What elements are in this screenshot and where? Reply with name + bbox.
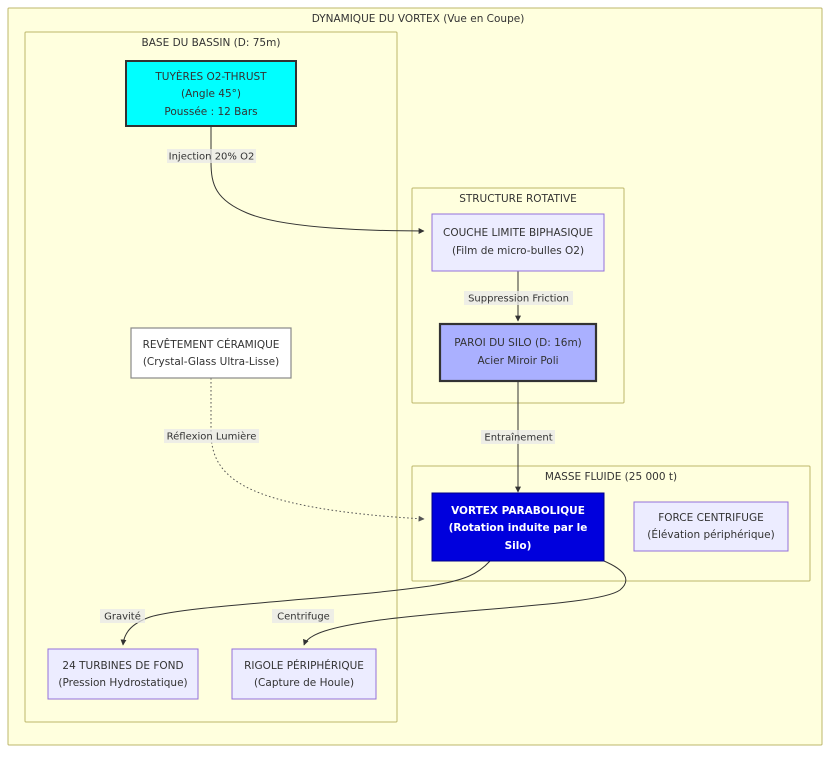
node-rigole-peripherique[interactable]: RIGOLE PÉRIPHÉRIQUE (Capture de Houle) xyxy=(231,648,377,700)
node-paroi-line2: Acier Miroir Poli xyxy=(477,355,558,367)
svg-text:Injection 20% O2: Injection 20% O2 xyxy=(169,152,255,163)
cluster-structure-rotative-label: STRUCTURE ROTATIVE xyxy=(459,193,577,205)
node-turbines-line1: 24 TURBINES DE FOND xyxy=(62,660,183,672)
node-paroi-du-silo[interactable]: PAROI DU SILO (D: 16m) Acier Miroir Poli xyxy=(438,322,598,383)
node-rigole-line2: (Capture de Houle) xyxy=(254,677,354,689)
edge-injection-o2 xyxy=(210,126,425,234)
edge-label-centrifuge: Centrifuge xyxy=(272,609,334,623)
node-tuyeres-line1: TUYÈRES O2-THRUST xyxy=(154,70,267,83)
node-turbines-line2: (Pression Hydrostatique) xyxy=(58,677,187,689)
node-vortex-line2: (Rotation induite par le xyxy=(449,522,588,534)
edge-label-gravite: Gravité xyxy=(100,609,145,623)
node-revetement-line1: REVÊTEMENT CÉRAMIQUE xyxy=(143,338,280,351)
node-vortex-line3: Silo) xyxy=(505,540,532,552)
edge-label-entrainement: Entraînement xyxy=(481,430,555,444)
node-rigole-line1: RIGOLE PÉRIPHÉRIQUE xyxy=(244,659,364,672)
node-tuyeres-line2: (Angle 45°) xyxy=(181,88,241,100)
node-vortex-parabolique[interactable]: VORTEX PARABOLIQUE (Rotation induite par… xyxy=(431,492,605,562)
node-force-centrifuge[interactable]: FORCE CENTRIFUGE (Élévation périphérique… xyxy=(633,501,789,552)
diagram-title: DYNAMIQUE DU VORTEX (Vue en Coupe) xyxy=(312,13,525,25)
node-revetement-ceramique[interactable]: REVÊTEMENT CÉRAMIQUE (Crystal-Glass Ultr… xyxy=(130,327,292,379)
node-paroi-line1: PAROI DU SILO (D: 16m) xyxy=(454,337,582,349)
node-revetement-line2: (Crystal-Glass Ultra-Lisse) xyxy=(143,356,279,368)
node-force-line1: FORCE CENTRIFUGE xyxy=(658,512,764,524)
node-24-turbines-de-fond[interactable]: 24 TURBINES DE FOND (Pression Hydrostati… xyxy=(47,648,199,700)
cluster-masse-fluide-label: MASSE FLUIDE (25 000 t) xyxy=(545,471,677,483)
svg-text:Suppression Friction: Suppression Friction xyxy=(468,294,569,305)
cluster-base-du-bassin-label: BASE DU BASSIN (D: 75m) xyxy=(142,37,281,49)
svg-text:Réflexion Lumière: Réflexion Lumière xyxy=(167,431,257,443)
node-tuyeres-o2-thrust[interactable]: TUYÈRES O2-THRUST (Angle 45°) Poussée : … xyxy=(125,60,297,127)
edge-label-injection-o2: Injection 20% O2 xyxy=(167,149,256,163)
node-force-line2: (Élévation périphérique) xyxy=(647,528,774,541)
node-tuyeres-line3: Poussée : 12 Bars xyxy=(164,106,257,118)
edge-gravite xyxy=(120,560,491,646)
node-couche-limite-biphasique[interactable]: COUCHE LIMITE BIPHASIQUE (Film de micro-… xyxy=(431,213,605,272)
edge-label-suppression-friction: Suppression Friction xyxy=(464,291,573,305)
node-couche-line1: COUCHE LIMITE BIPHASIQUE xyxy=(443,227,593,239)
node-vortex-line1: VORTEX PARABOLIQUE xyxy=(451,505,585,517)
edge-centrifuge xyxy=(303,560,627,646)
svg-text:Entraînement: Entraînement xyxy=(484,432,552,444)
edge-reflexion-lumiere xyxy=(210,378,425,522)
svg-text:Centrifuge: Centrifuge xyxy=(277,612,330,623)
svg-text:Gravité: Gravité xyxy=(104,611,141,623)
node-couche-line2: (Film de micro-bulles O2) xyxy=(452,245,584,257)
edge-label-reflexion-lumiere: Réflexion Lumière xyxy=(164,429,259,443)
